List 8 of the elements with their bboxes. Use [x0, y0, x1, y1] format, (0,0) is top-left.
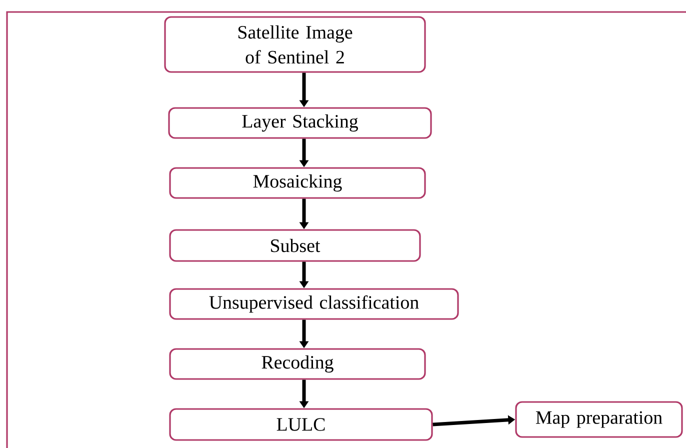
- process-box: Layer Stacking: [168, 107, 432, 139]
- process-box: Satellite Image of Sentinel 2: [164, 16, 426, 73]
- process-box: Subset: [169, 229, 421, 262]
- process-box: Recoding: [169, 348, 426, 380]
- process-box: Unsupervised classification: [169, 288, 459, 320]
- process-box: LULC: [169, 408, 433, 441]
- process-box: Map preparation: [515, 401, 683, 438]
- process-box: Mosaicking: [169, 167, 426, 199]
